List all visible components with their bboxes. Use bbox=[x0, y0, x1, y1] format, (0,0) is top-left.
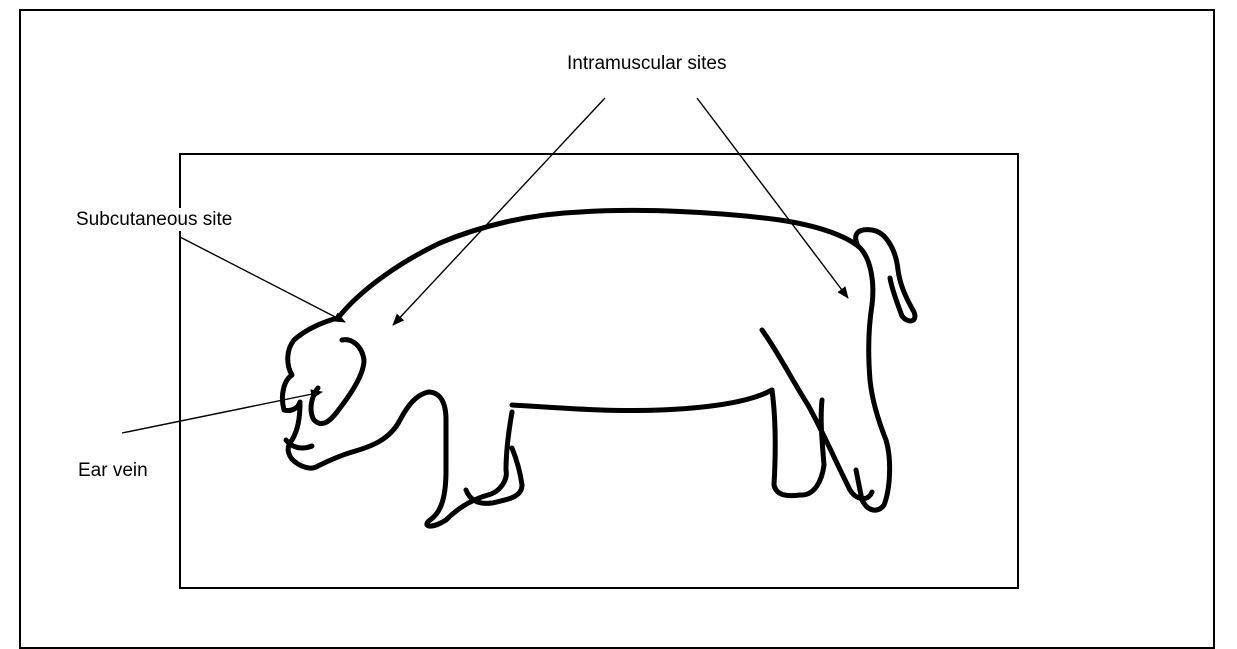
subcutaneous-label: Subcutaneous site bbox=[74, 208, 234, 231]
intramuscular-arrow-rear bbox=[697, 98, 848, 298]
pig-tail bbox=[856, 230, 915, 321]
intramuscular-label: Intramuscular sites bbox=[565, 52, 728, 75]
annotation-arrows bbox=[122, 98, 848, 433]
ear-vein-label: Ear vein bbox=[76, 459, 150, 482]
pig-belly bbox=[512, 390, 772, 411]
pig-front-legs bbox=[427, 412, 522, 526]
subcutaneous-arrow bbox=[180, 237, 345, 322]
pig-outline bbox=[282, 210, 914, 526]
pig-snout bbox=[286, 440, 312, 448]
pig-ear bbox=[311, 340, 364, 424]
pig-back bbox=[338, 210, 890, 510]
